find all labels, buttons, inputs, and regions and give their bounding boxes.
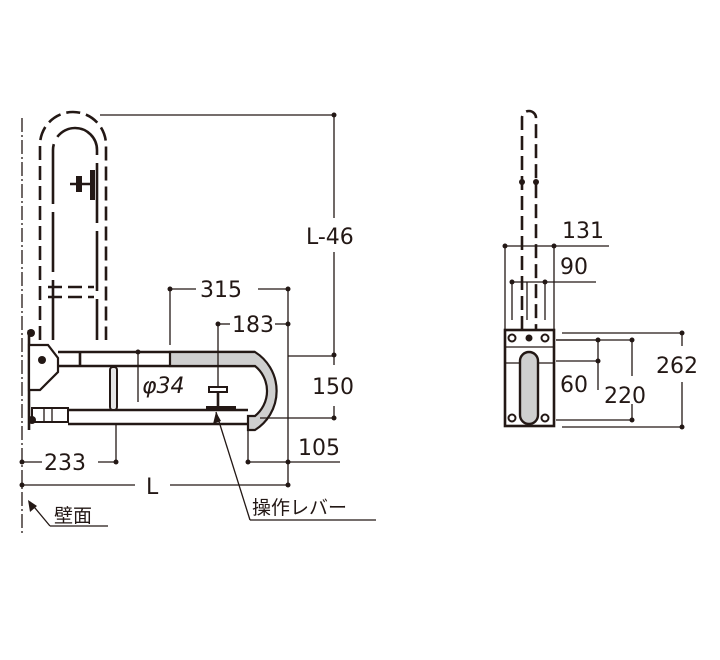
dim-dot <box>331 415 337 421</box>
raised-bar-outer <box>38 110 108 340</box>
dim-label-grip-length: 315 <box>200 278 242 303</box>
dim-dot <box>542 279 548 285</box>
front-lever-dot <box>519 179 525 185</box>
dim-label-support-leg: 233 <box>44 451 86 476</box>
lever-base <box>206 406 236 411</box>
dim-label-outer-width: 131 <box>562 219 604 244</box>
dim-dot <box>245 459 251 465</box>
mount-hole <box>507 333 517 343</box>
dim-dot <box>551 243 557 249</box>
upper-anchor <box>27 329 35 337</box>
wall-arrow-icon <box>28 500 37 512</box>
mount-hole <box>507 413 517 423</box>
dim-dot <box>285 459 291 465</box>
dim-label-diameter: φ34 <box>142 374 185 399</box>
raised-lever-base <box>90 170 95 200</box>
front-raised-bar <box>520 109 538 330</box>
dim-label-bar-spacing: 150 <box>312 375 354 400</box>
front-view: 131 90 60 220 <box>502 109 698 430</box>
dim-dot <box>285 286 291 292</box>
dim-label-inner-width: 90 <box>560 255 588 280</box>
dim-dot <box>19 482 25 488</box>
lever-knob <box>208 386 228 393</box>
dim-dot <box>215 321 221 327</box>
dim-label-end-offset: 105 <box>298 436 340 461</box>
dim-dot <box>135 349 141 355</box>
dim-dot <box>113 459 119 465</box>
dim-dot <box>509 279 515 285</box>
dim-dot <box>331 112 337 118</box>
support-leg <box>109 366 118 411</box>
label-wall-surface: 壁面 <box>54 505 92 527</box>
dim-dot <box>629 417 635 423</box>
side-view: L-46 315 183 φ34 150 105 <box>19 110 376 535</box>
wall-bracket <box>27 343 60 392</box>
lower-anchor <box>28 416 36 424</box>
dim-dot <box>502 243 508 249</box>
lever-arrow-icon <box>213 412 221 424</box>
dim-dot <box>285 321 291 327</box>
mount-hole <box>540 413 550 423</box>
lower-bracket <box>31 407 69 423</box>
grip-cover <box>168 350 278 432</box>
front-grip <box>518 350 540 426</box>
dim-dot <box>285 482 291 488</box>
mount-hole <box>525 334 533 342</box>
dim-label-hole-offset: 60 <box>560 373 588 398</box>
mount-hole <box>540 333 550 343</box>
dim-dot <box>679 424 685 430</box>
dim-dot <box>629 337 635 343</box>
raised-bar-inner <box>51 126 99 340</box>
pivot-pin <box>38 356 46 364</box>
dim-label-length: L <box>146 475 159 500</box>
dim-dot <box>679 330 685 336</box>
dim-label-plate-height: 262 <box>656 354 698 379</box>
label-operation-lever: 操作レバー <box>252 497 347 519</box>
dim-label-hole-pitch: 220 <box>604 384 646 409</box>
lever-leader-line <box>215 411 251 521</box>
dim-label-lever-offset: 183 <box>232 313 274 338</box>
dim-dot <box>167 286 173 292</box>
front-lever-dot <box>533 179 539 185</box>
dim-dot <box>595 358 601 364</box>
dim-dot <box>19 459 25 465</box>
dim-label-overall-height: L-46 <box>306 225 354 250</box>
